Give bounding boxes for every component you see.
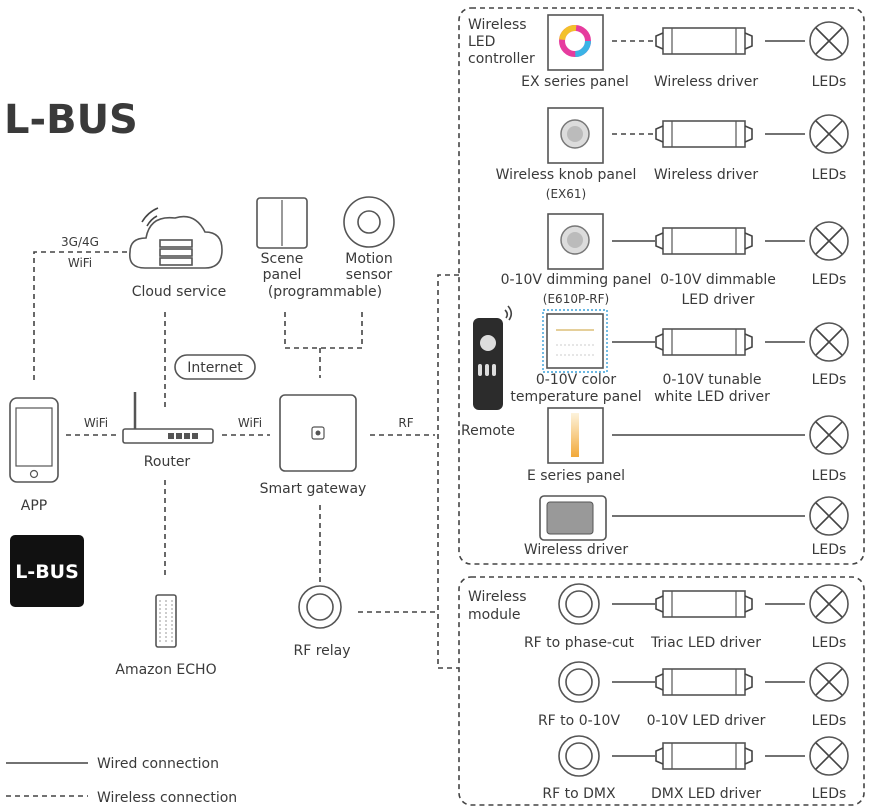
- controller-row-4-panel: E series panel: [527, 468, 625, 484]
- svg-text:sensor: sensor: [346, 267, 393, 283]
- rf-relay-label: RF relay: [293, 643, 350, 659]
- legend-wireless: Wireless connection: [97, 790, 237, 806]
- led-icon: [809, 496, 849, 536]
- module-row-2-module: RF to DMX: [542, 786, 616, 802]
- wireless-controller-group: [458, 7, 865, 565]
- led-icon: [809, 415, 849, 455]
- ex-series-panel-icon: [547, 14, 604, 71]
- controller-row-1-panel: Wireless knob panel: [496, 167, 637, 183]
- svg-text:(programmable): (programmable): [268, 284, 382, 300]
- 0-10v-driver-icon: [655, 668, 753, 696]
- controller-row-2-driver: 0-10V dimmable: [660, 272, 776, 288]
- svg-text:temperature panel: temperature panel: [510, 389, 641, 405]
- rf-module-icon: [558, 735, 600, 777]
- wireless-driver-icon: [655, 27, 753, 55]
- svg-text:WiFi: WiFi: [238, 416, 262, 430]
- app-icon: [10, 535, 84, 607]
- internet-tag: [174, 354, 256, 380]
- tunable-driver-icon: [655, 328, 753, 356]
- rf-bus: [437, 274, 459, 669]
- rf-module-icon: [558, 583, 600, 625]
- selection-highlight: [542, 309, 608, 373]
- controller-row-2-panel: 0-10V dimming panel: [501, 272, 652, 288]
- controller-row-1-driver: Wireless driver: [654, 167, 758, 183]
- dmx-driver-icon: [655, 742, 753, 770]
- module-row-0-leds: LEDs: [812, 635, 847, 651]
- controller-row-3-leds: LEDs: [812, 372, 847, 388]
- module-row-0-driver: Triac LED driver: [650, 635, 761, 651]
- gateway-label: Smart gateway: [260, 481, 367, 497]
- svg-text:Internet: Internet: [187, 360, 243, 376]
- led-icon: [809, 221, 849, 261]
- svg-text:LED: LED: [468, 34, 495, 50]
- svg-text:(E610P-RF): (E610P-RF): [543, 292, 609, 306]
- motion-sensor-label: Motion: [345, 251, 392, 267]
- cloud-label: Cloud service: [132, 284, 227, 300]
- controller-row-4-leds: LEDs: [812, 468, 847, 484]
- controller-row-3-driver: 0-10V tunable: [662, 372, 761, 388]
- controller-row-0-panel: EX series panel: [521, 74, 629, 90]
- dimmable-driver-icon: [655, 227, 753, 255]
- controller-row-5-leds: LEDs: [812, 542, 847, 558]
- led-icon: [809, 662, 849, 702]
- module-row-0-module: RF to phase-cut: [524, 635, 635, 651]
- panel-gateway-link: [284, 312, 363, 378]
- remote-icon: [473, 318, 503, 410]
- color-temp-panel-icon: [546, 313, 604, 369]
- svg-text:LED driver: LED driver: [681, 292, 754, 308]
- legend-wired: Wired connection: [97, 756, 219, 772]
- svg-text:3G/4G: 3G/4G: [61, 235, 99, 249]
- app-label: APP: [21, 498, 47, 514]
- led-icon: [809, 322, 849, 362]
- controller-row-0-leds: LEDs: [812, 74, 847, 90]
- controller-row-2-leds: LEDs: [812, 272, 847, 288]
- controller-row-3-panel: 0-10V color: [536, 372, 617, 388]
- rf-module-icon: [558, 661, 600, 703]
- svg-text:WiFi: WiFi: [68, 256, 92, 270]
- app-cloud-link: [33, 251, 128, 380]
- svg-text:panel: panel: [263, 267, 302, 283]
- controller-row-5-panel: Wireless driver: [524, 542, 628, 558]
- wireless-module-group: [458, 576, 865, 806]
- signal-waves-icon: [141, 207, 159, 227]
- brand-logo: L-BUS: [4, 97, 138, 143]
- echo-label: Amazon ECHO: [115, 662, 216, 678]
- module-row-2-leds: LEDs: [812, 786, 847, 802]
- svg-text:WiFi: WiFi: [84, 416, 108, 430]
- led-icon: [809, 736, 849, 776]
- app-icon-text: L-BUS: [15, 561, 79, 583]
- svg-text:white LED driver: white LED driver: [654, 389, 770, 405]
- led-icon: [809, 114, 849, 154]
- module-row-2-driver: DMX LED driver: [651, 786, 761, 802]
- led-icon: [809, 584, 849, 624]
- module-row-1-leds: LEDs: [812, 713, 847, 729]
- controller-row-1-leds: LEDs: [812, 167, 847, 183]
- phone-icon: [9, 397, 59, 483]
- controller-row-0-driver: Wireless driver: [654, 74, 758, 90]
- module-group-title: Wireless: [468, 589, 527, 605]
- led-icon: [809, 21, 849, 61]
- router-label: Router: [144, 454, 191, 470]
- module-row-1-module: RF to 0-10V: [538, 713, 621, 729]
- scene-panel-label: Scene: [261, 251, 304, 267]
- svg-text:module: module: [468, 607, 520, 623]
- svg-text:controller: controller: [468, 51, 535, 67]
- wireless-driver-icon: [655, 120, 753, 148]
- controller-group-title: Wireless: [468, 17, 527, 33]
- module-row-1-driver: 0-10V LED driver: [647, 713, 766, 729]
- svg-text:(EX61): (EX61): [546, 187, 586, 201]
- svg-text:RF: RF: [398, 416, 413, 430]
- triac-driver-icon: [655, 590, 753, 618]
- remote-label: Remote: [461, 423, 515, 439]
